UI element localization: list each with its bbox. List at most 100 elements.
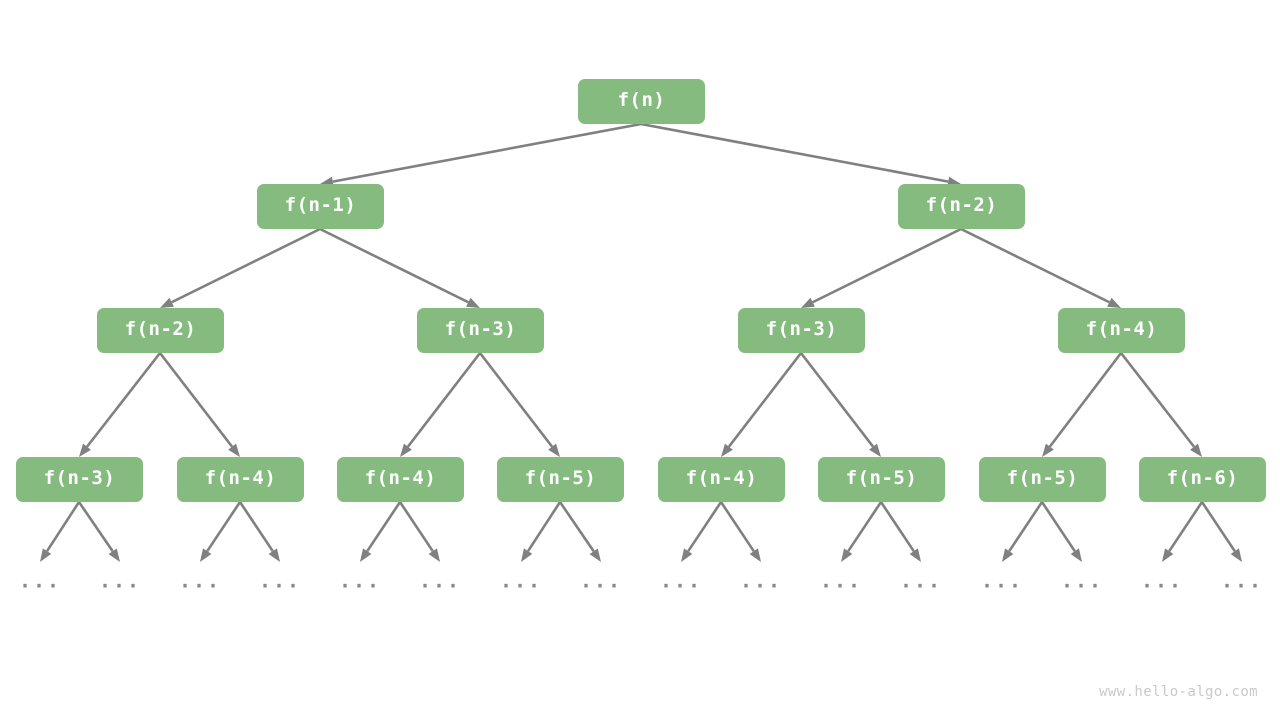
tree-node: f(n-4) (337, 457, 464, 502)
tree-node: f(n-2) (898, 184, 1025, 229)
tree-node-label: f(n-4) (1085, 318, 1158, 340)
ellipsis-node: ··· (418, 574, 462, 598)
tree-node-label: f(n-2) (925, 194, 998, 216)
tree-node-label: f(n) (617, 89, 666, 111)
edge-arrowhead-icon (79, 443, 91, 457)
tree-node-label: f(n-5) (1006, 467, 1079, 489)
edge-arrowhead-icon (40, 548, 52, 562)
edge-line (398, 501, 434, 552)
edge-arrowhead-icon (749, 548, 761, 562)
edge-line (158, 352, 234, 448)
ellipsis-node: ··· (819, 574, 863, 598)
ellipsis-node: ··· (258, 574, 302, 598)
ellipsis-node: ··· (98, 574, 142, 598)
tree-node-label: f(n-3) (43, 467, 116, 489)
edge-line (319, 227, 469, 304)
edge-arrowhead-icon (360, 548, 372, 562)
edge-line (719, 501, 755, 552)
ellipsis-node: ··· (739, 574, 783, 598)
edge-line (687, 501, 723, 552)
edge-line (238, 501, 274, 552)
edge-line (558, 501, 595, 553)
tree-node: f(n-6) (1139, 457, 1266, 502)
edge-line (332, 122, 642, 183)
edge-arrowhead-icon (801, 297, 815, 308)
edge-line (812, 227, 962, 304)
edge-line (847, 501, 883, 552)
edge-line (1008, 501, 1044, 552)
edge-arrowhead-icon (228, 443, 240, 457)
tree-node-label: f(n-5) (845, 467, 918, 489)
edge-line (1119, 352, 1196, 448)
edge-arrowhead-icon (160, 297, 174, 308)
edge-line (1048, 352, 1123, 448)
edge-arrowhead-icon (1002, 548, 1014, 562)
tree-node-label: f(n-4) (204, 467, 277, 489)
tree-node: f(n-5) (979, 457, 1106, 502)
tree-node-label: f(n-3) (444, 318, 517, 340)
tree-node-label: f(n-4) (685, 467, 758, 489)
edge-line (206, 501, 242, 552)
tree-node: f(n-4) (177, 457, 304, 502)
watermark-label: www.hello-algo.com (1099, 684, 1258, 700)
ellipsis-node: ··· (579, 574, 623, 598)
edge-line (640, 122, 949, 183)
edge-arrowhead-icon (869, 443, 881, 457)
edge-line (879, 501, 915, 552)
tree-node: f(n-3) (16, 457, 143, 502)
edge-line (1168, 501, 1204, 552)
tree-node: f(n-5) (497, 457, 624, 502)
tree-node-label: f(n-3) (765, 318, 838, 340)
edge-arrowhead-icon (548, 443, 560, 457)
edge-arrowhead-icon (108, 548, 120, 562)
edge-arrowhead-icon (909, 548, 921, 562)
ellipsis-node: ··· (899, 574, 943, 598)
ellipsis-node: ··· (178, 574, 222, 598)
edge-line (799, 352, 875, 448)
edge-arrowhead-icon (1162, 548, 1174, 562)
edge-line (366, 501, 402, 552)
edge-arrowhead-icon (1230, 548, 1242, 562)
tree-node: f(n) (578, 79, 705, 124)
tree-node: f(n-4) (1058, 308, 1185, 353)
edge-line (478, 352, 554, 448)
ellipsis-node: ··· (338, 574, 382, 598)
tree-node-label: f(n-4) (364, 467, 437, 489)
tree-node: f(n-3) (738, 308, 865, 353)
ellipsis-node: ··· (980, 574, 1024, 598)
ellipsis-node: ··· (18, 574, 62, 598)
edge-arrowhead-icon (428, 548, 440, 562)
edge-line (171, 227, 321, 304)
edge-line (406, 352, 482, 448)
edge-arrowhead-icon (1070, 548, 1082, 562)
edge-arrowhead-icon (681, 548, 693, 562)
edge-line (85, 352, 162, 448)
edge-line (1200, 501, 1236, 552)
edge-line (77, 501, 114, 553)
tree-node: f(n-3) (417, 308, 544, 353)
tree-node: f(n-5) (818, 457, 945, 502)
ellipsis-node: ··· (1060, 574, 1104, 598)
tree-node: f(n-2) (97, 308, 224, 353)
tree-node-label: f(n-2) (124, 318, 197, 340)
edge-arrowhead-icon (1107, 297, 1121, 308)
tree-node: f(n-4) (658, 457, 785, 502)
edge-arrowhead-icon (466, 297, 480, 308)
edge-line (727, 352, 803, 448)
edge-arrowhead-icon (268, 548, 280, 562)
edge-arrowhead-icon (521, 548, 533, 562)
tree-node-label: f(n-6) (1166, 467, 1239, 489)
edge-arrowhead-icon (1190, 443, 1202, 457)
edge-line (960, 227, 1110, 304)
tree-node: f(n-1) (257, 184, 384, 229)
edge-arrowhead-icon (400, 443, 412, 457)
edge-line (1040, 501, 1076, 552)
tree-node-label: f(n-5) (524, 467, 597, 489)
tree-node-label: f(n-1) (284, 194, 357, 216)
ellipsis-node: ··· (1140, 574, 1184, 598)
ellipsis-node: ··· (659, 574, 703, 598)
ellipsis-node: ··· (1220, 574, 1264, 598)
edge-line (526, 501, 562, 552)
edge-arrowhead-icon (589, 548, 601, 562)
edge-arrowhead-icon (721, 443, 733, 457)
